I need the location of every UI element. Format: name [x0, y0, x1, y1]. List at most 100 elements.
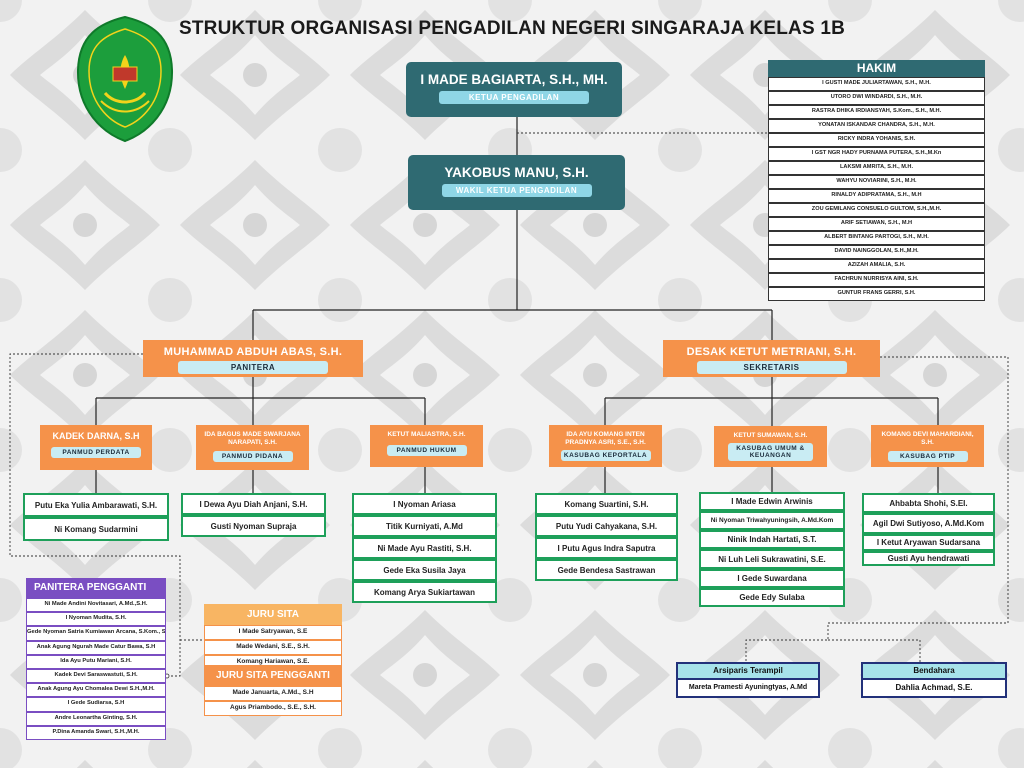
wakil-role: WAKIL KETUA PENGADILAN [441, 184, 592, 197]
sekretaris-role: SEKRETARIS [696, 361, 847, 374]
staff-box: Gede Edy Sulaba [699, 588, 845, 607]
staff-box: Gusti Ayu hendrawati [862, 551, 995, 566]
unit-head-name: KETUT SUMAWAN, S.H. [733, 432, 808, 439]
list-item: I Nyoman Mudita, S.H. [26, 612, 166, 627]
staff-box: Ni Luh Leli Sukrawatini, S.E. [699, 549, 845, 569]
staff-box: I Nyoman Ariasa [352, 493, 497, 515]
staff-box: Titik Kurniyati, A.Md [352, 515, 497, 537]
unit-head-role: PANMUD PIDANA [212, 451, 293, 462]
list-item: Made Wedani, S.E., S.H. [204, 640, 342, 655]
list-item: ARIF SETIAWAN, S.H., M.H [768, 217, 985, 231]
list-item: AZIZAH AMALIA, S.H. [768, 259, 985, 273]
list-item: RINALDY ADIPRATAMA, S.H., M.H [768, 189, 985, 203]
unit-head-name: KOMANG DEVI MAHARDIANI, S.H. [881, 431, 974, 446]
list-item: GUNTUR FRANS GERRI, S.H. [768, 287, 985, 301]
list-item: RICKY INDRA YOHANIS, S.H. [768, 133, 985, 147]
list-item: I Made Satryawan, S.E [204, 625, 342, 640]
list-item: P.Dina Amanda Swari, S.H.,M.H. [26, 725, 166, 740]
list-item: I GUSTI MADE JULIARTAWAN, S.H., M.H. [768, 77, 985, 91]
bendahara-panel: Bendahara Dahlia Achmad, S.E. [861, 662, 1007, 698]
unit-head-role: PANMUD HUKUM [386, 445, 467, 456]
unit-head-pidana: IDA BAGUS MADE SWARJANA NARAPATI, S.H. P… [196, 425, 309, 470]
list-item: Made Januarta, A.Md., S.H [204, 686, 342, 701]
list-item: FACHRUN NURRISYA AINI, S.H. [768, 273, 985, 287]
list-item: I Gede Sudiarsa, S.H [26, 697, 166, 712]
staff-box: Gede Bendesa Sastrawan [535, 559, 678, 581]
staff-box: Putu Yudi Cahyakana, S.H. [535, 515, 678, 537]
bendahara-title: Bendahara [861, 662, 1007, 680]
list-item: UTORO DWI WINDARDI, S.H., M.H. [768, 91, 985, 105]
unit-head-role: KASUBAG KEPORTALA [560, 450, 651, 461]
unit-head-role: PANMUD PERDATA [51, 447, 141, 458]
staff-box: Putu Eka Yulia Ambarawati, S.H. [23, 493, 169, 517]
list-item: DAVID NAINGGOLAN, S.H.,M.H. [768, 245, 985, 259]
list-item: Gede Nyoman Satria Kumiawan Arcana, S.Ko… [26, 626, 166, 641]
panitera-name: MUHAMMAD ABDUH ABAS, S.H. [163, 346, 343, 358]
wakil-name: YAKOBUS MANU, S.H. [444, 165, 589, 180]
unit-head-keportala: IDA AYU KOMANG INTEN PRADNYA ASRI, S.E.,… [549, 425, 662, 467]
unit-head-name: IDA BAGUS MADE SWARJANA NARAPATI, S.H. [204, 431, 301, 446]
bendahara-member: Dahlia Achmad, S.E. [861, 680, 1007, 698]
unit-head-umum-keuangan: KETUT SUMAWAN, S.H. KASUBAG UMUM & KEUAN… [714, 426, 827, 467]
list-item: Agus Priambodo., S.E., S.H. [204, 701, 342, 716]
unit-head-role: KASUBAG PTIP [887, 451, 968, 462]
unit-head-name: IDA AYU KOMANG INTEN PRADNYA ASRI, S.E.,… [565, 431, 646, 446]
hakim-list: I GUSTI MADE JULIARTAWAN, S.H., M.H.UTOR… [768, 77, 985, 301]
staff-box: I Dewa Ayu Diah Anjani, S.H. [181, 493, 326, 515]
list-item: Ida Ayu Putu Mariani, S.H. [26, 654, 166, 669]
list-item: WAHYU NOVIARINI, S.H., M.H. [768, 175, 985, 189]
list-item: YONATAN ISKANDAR CHANDRA, S.H., M.H. [768, 119, 985, 133]
arsiparis-member: Mareta Pramesti Ayuningtyas, A.Md [676, 680, 820, 698]
staff-box: I Putu Agus Indra Saputra [535, 537, 678, 559]
staff-box: Gede Eka Susila Jaya [352, 559, 497, 581]
list-item: ZOU GEMILANG CONSUELO GULTOM, S.H.,M.H. [768, 203, 985, 217]
staff-box: I Gede Suwardana [699, 569, 845, 588]
list-item: Kadek Devi Saraswastuti, S.H. [26, 668, 166, 684]
wakil-box: YAKOBUS MANU, S.H. WAKIL KETUA PENGADILA… [408, 155, 625, 210]
staff-box: Ni Nyoman Triwahyuningsih, A.Md.Kom [699, 511, 845, 530]
panitera-pengganti-panel: PANITERA PENGGANTI Ni Made Andini Novita… [26, 578, 166, 740]
list-item: Andre Leonartha Ginting, S.H. [26, 711, 166, 726]
court-logo [76, 15, 174, 143]
staff-box: I Ketut Aryawan Sudarsana [862, 534, 995, 551]
list-item: LAKSMI AMRITA, S.H., M.H. [768, 161, 985, 175]
unit-head-ptip: KOMANG DEVI MAHARDIANI, S.H. KASUBAG PTI… [871, 425, 984, 467]
arsiparis-title: Arsiparis Terampil [676, 662, 820, 680]
juru-sita-pengganti-panel: JURU SITA PENGGANTI Made Januarta, A.Md.… [204, 665, 342, 716]
juru-sita-pengganti-title: JURU SITA PENGGANTI [204, 665, 342, 686]
staff-box: Ni Komang Sudarmini [23, 517, 169, 541]
list-item: RASTRA DHIKA IRDIANSYAH, S.Kom., S.H., M… [768, 105, 985, 119]
staff-box: Gusti Nyoman Supraja [181, 515, 326, 537]
unit-head-name: KADEK DARNA, S.H [52, 431, 140, 441]
panitera-role: PANITERA [178, 361, 328, 374]
staff-box: Ninik Indah Hartati, S.T. [699, 530, 845, 549]
panitera-pengganti-list: Ni Made Andini Novitasari, A.Md.,S.H.I N… [26, 598, 166, 740]
juru-sita-title: JURU SITA [204, 604, 342, 625]
panitera-box: MUHAMMAD ABDUH ABAS, S.H. PANITERA [143, 340, 363, 377]
sekretaris-box: DESAK KETUT METRIANI, S.H. SEKRETARIS [663, 340, 880, 377]
list-item: Ni Made Andini Novitasari, A.Md.,S.H. [26, 598, 166, 613]
hakim-title: HAKIM [768, 60, 985, 77]
arsiparis-panel: Arsiparis Terampil Mareta Pramesti Ayuni… [676, 662, 820, 698]
ketua-role: KETUA PENGADILAN [439, 91, 589, 104]
unit-head-role: KASUBAG UMUM & KEUANGAN [728, 443, 813, 461]
sekretaris-name: DESAK KETUT METRIANI, S.H. [686, 346, 857, 358]
list-item: Anak Agung Ayu Chomalea Dewi S.H.,M.H. [26, 683, 166, 698]
staff-box: Komang Arya Sukiartawan [352, 581, 497, 603]
unit-head-perdata: KADEK DARNA, S.H PANMUD PERDATA [40, 425, 152, 470]
ketua-box: I MADE BAGIARTA, S.H., MH. KETUA PENGADI… [406, 62, 622, 117]
unit-head-name: KETUT MALIASTRA, S.H. [387, 431, 466, 438]
staff-box: I Made Edwin Arwinis [699, 492, 845, 511]
panitera-pengganti-title: PANITERA PENGGANTI [26, 578, 166, 598]
page-title: STRUKTUR ORGANISASI PENGADILAN NEGERI SI… [178, 18, 846, 39]
list-item: ALBERT BINTANG PARTOGI, S.H., M.H. [768, 231, 985, 245]
list-item: I GST NGR HADY PURNAMA PUTERA, S.H.,M.Kn [768, 147, 985, 161]
staff-box: Ni Made Ayu Rastiti, S.H. [352, 537, 497, 559]
staff-box: Komang Suartini, S.H. [535, 493, 678, 515]
unit-head-hukum: KETUT MALIASTRA, S.H. PANMUD HUKUM [370, 425, 483, 467]
list-item: Anak Agung Ngurah Made Catur Bawa, S.H [26, 640, 166, 655]
